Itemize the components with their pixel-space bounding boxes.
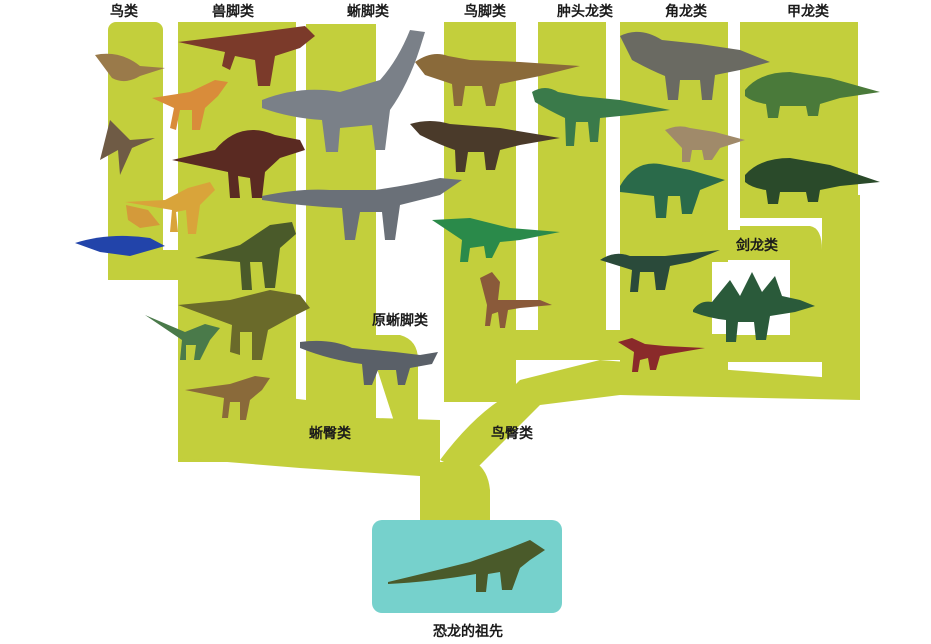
branch-trunk — [420, 462, 490, 530]
label-birds: 鸟类 — [110, 3, 139, 20]
label-ornithopods: 鸟脚类 — [464, 3, 507, 20]
theropod-coelophysis-illustration — [185, 376, 270, 420]
ceratopsian-protoceratops-illustration — [665, 126, 745, 162]
ceratopsian-psittacosaurus-illustration — [600, 250, 720, 292]
pachycephalosaur-illustration — [532, 88, 670, 146]
branch-stegosaurs — [685, 226, 822, 362]
branch-prosauropods — [355, 300, 440, 470]
ankylosaur-dark-illustration — [745, 158, 880, 204]
theropod-large-illustration — [178, 26, 315, 86]
label-ankylosaurs: 甲龙类 — [787, 3, 830, 20]
stegosaur-illustration — [693, 272, 815, 342]
label-saurischians: 蜥臀类 — [309, 425, 352, 442]
ornithischian-small-red-illustration — [618, 338, 705, 372]
label-ornithischians: 鸟臀类 — [491, 425, 534, 442]
branch-pachycephalosaurs — [538, 22, 606, 347]
label-ancestor: 恐龙的祖先 — [433, 623, 503, 640]
branch-ornithischia-hub — [440, 360, 860, 475]
ceratopsian-styracosaurus-illustration — [620, 163, 725, 218]
label-pachycephalosaurs: 肿头龙类 — [557, 3, 614, 20]
theropod-small-yellow-illustration — [125, 182, 215, 234]
label-stegosaurs: 剑龙类 — [735, 237, 779, 254]
bird-blue-illustration — [75, 235, 165, 256]
sauropod-brachiosaurus-illustration — [262, 30, 425, 152]
branch-bird-junction — [108, 250, 188, 280]
ceratopsian-triceratops-illustration — [620, 31, 770, 100]
group-labels: 鸟类 兽脚类 蜥脚类 鸟脚类 肿头龙类 角龙类 甲龙类 剑龙类 原蜥脚类 蜥臀类… — [110, 3, 830, 640]
theropod-compsognathus-illustration — [145, 315, 220, 360]
theropod-small-orange-illustration — [152, 80, 228, 130]
branch-pachy-join — [516, 330, 620, 360]
prosauropod-plateosaurus-illustration — [300, 340, 438, 385]
ankylosaur-spiked-illustration — [745, 72, 880, 118]
ornithopod-small-illustration — [480, 272, 552, 328]
ornithopod-iguanodon-illustration — [410, 121, 560, 172]
branch-right-rail — [822, 195, 860, 395]
bird-archaeopteryx-illustration — [95, 53, 165, 82]
sauropod-diplodocus-illustration — [262, 178, 462, 240]
label-theropods: 兽脚类 — [212, 3, 255, 20]
label-prosauropods: 原蜥脚类 — [372, 312, 429, 329]
theropod-allosaurus-illustration — [178, 290, 310, 360]
bird-pterosaur-illustration — [100, 120, 155, 175]
dinosaur-illustrations — [75, 26, 880, 592]
ornithopod-parasaurolophus-illustration — [415, 54, 580, 106]
theropod-green-illustration — [195, 222, 296, 290]
theropod-spinosaurus-illustration — [172, 130, 305, 198]
label-sauropods: 蜥脚类 — [347, 3, 390, 20]
label-ceratopsians: 角龙类 — [665, 3, 708, 20]
bird-feathered-illustration — [126, 205, 160, 228]
ancestor-herrerasaurus-illustration — [388, 540, 545, 592]
ornithopod-hypsilophodon-illustration — [432, 218, 560, 262]
